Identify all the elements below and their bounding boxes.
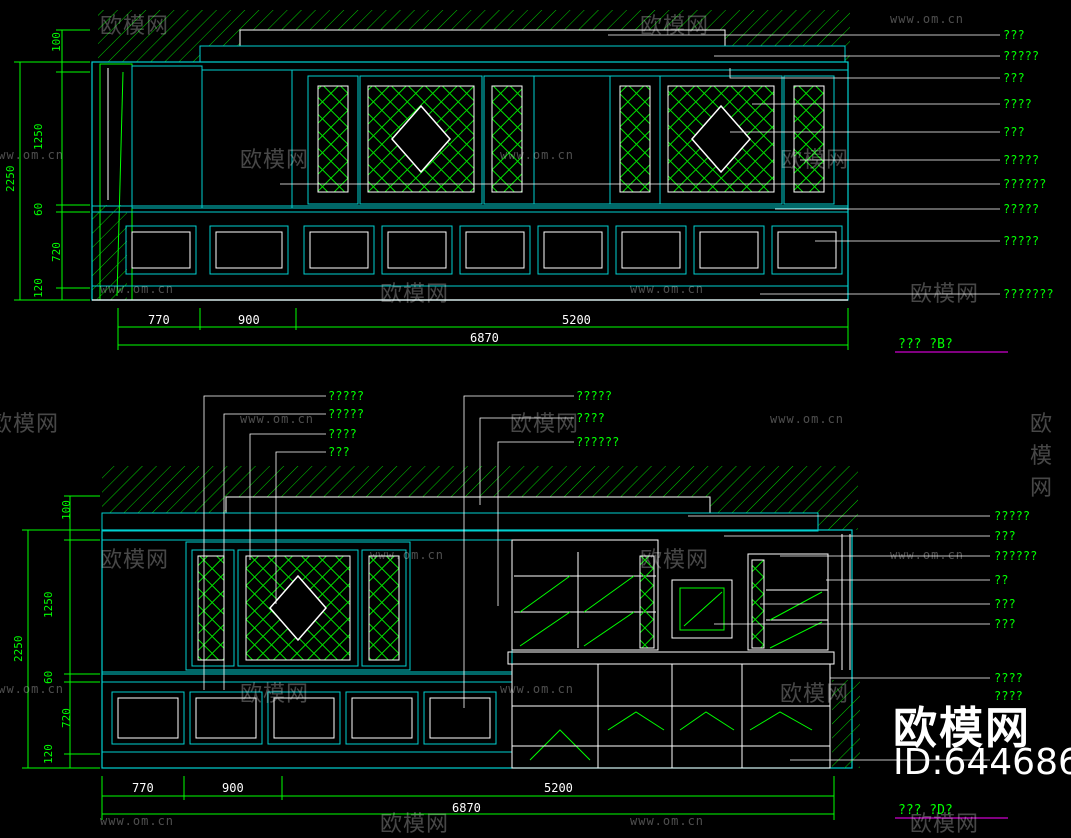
bottom-right-label-2: ??? [994, 529, 1016, 543]
bottom-dim-h-770: 770 [132, 781, 154, 795]
bottom-dim-v-120: 120 [42, 744, 55, 764]
top-label-10: ??????? [1003, 287, 1054, 301]
top-elevation: 100 1250 2250 60 720 120 770 900 5200 68… [4, 10, 1054, 353]
top-leader-lines [280, 34, 1008, 353]
watermark-brand: 欧模网 [380, 282, 450, 307]
watermark-brand: 欧模网 [640, 14, 710, 39]
watermark-brand: 欧模网 [780, 148, 850, 173]
bottom-left-leaders [203, 395, 574, 708]
top-label-7: ?????? [1003, 177, 1046, 191]
watermark-url: www.om.cn [100, 814, 175, 828]
top-lattice-4 [793, 85, 825, 193]
watermark-url: www.om.cn [630, 814, 705, 828]
watermark-url: www.om.cn [500, 682, 575, 696]
bottom-right-label-7: ???? [994, 671, 1023, 685]
bottom-right-label-1: ????? [994, 509, 1030, 523]
bottom-elevation: 100 1250 2250 60 720 120 770 900 5200 68… [12, 389, 1037, 820]
bottom-lattice-1 [197, 555, 225, 661]
top-label-2: ????? [1003, 49, 1039, 63]
top-dim-h-6870: 6870 [470, 331, 499, 345]
watermark-brand: 欧模网 [510, 412, 580, 437]
bottom-right-leaders [688, 515, 1008, 819]
bottom-dim-v-60: 60 [42, 671, 55, 684]
top-label-3: ??? [1003, 71, 1025, 85]
watermark-url: www.om.cn [630, 282, 705, 296]
top-horizontal-dims [117, 308, 849, 350]
top-label-8: ????? [1003, 202, 1039, 216]
top-dim-h-5200: 5200 [562, 313, 591, 327]
watermark-brand: 欧模网 [240, 682, 310, 707]
bottom-left-label-3: ???? [328, 427, 357, 441]
bottom-vertical-dims [22, 495, 100, 769]
bottom-mid-label-1: ????? [576, 389, 612, 403]
top-lattice-3 [619, 85, 651, 193]
bottom-wainscot-panels [111, 691, 497, 745]
top-label-9: ????? [1003, 234, 1039, 248]
top-dim-v-1250: 1250 [32, 124, 45, 151]
watermark-url: www.om.cn [0, 148, 65, 162]
bottom-right-label-8: ???? [994, 689, 1023, 703]
watermark-url: www.om.cn [890, 12, 965, 26]
bottom-dim-h-6870: 6870 [452, 801, 481, 815]
model-id: ID:644686 [893, 742, 1071, 783]
bottom-left-label-2: ????? [328, 407, 364, 421]
watermark-url: www.om.cn [370, 548, 445, 562]
top-wainscot-panels [125, 225, 843, 275]
top-view-title: ??? ?B? [898, 337, 953, 352]
bottom-view-title: ??? ?D? [898, 803, 953, 818]
watermark-url: www.om.cn [770, 412, 845, 426]
bottom-right-label-4: ?? [994, 573, 1008, 587]
bottom-right-label-6: ??? [994, 617, 1016, 631]
brand-logo: 欧模网 [893, 703, 1031, 754]
watermark-brand: 欧模网 [100, 548, 170, 573]
bottom-mid-label-2: ???? [576, 411, 605, 425]
watermark-url: www.om.cn [0, 682, 65, 696]
bottom-right-label-5: ??? [994, 597, 1016, 611]
watermark-brand: 欧模网 [780, 682, 850, 707]
bottom-mid-label-3: ?????? [576, 435, 619, 449]
top-dim-v-60: 60 [32, 203, 45, 216]
top-dim-v-100: 100 [50, 32, 63, 52]
bottom-cabinet-unit [507, 534, 860, 769]
bottom-right-label-3: ?????? [994, 549, 1037, 563]
watermark-url: www.om.cn [100, 282, 175, 296]
watermark-brand: 欧模网 [1030, 412, 1054, 501]
top-lattice-1 [317, 85, 349, 193]
watermark-brand: 欧模网 [240, 148, 310, 173]
bottom-dim-h-900: 900 [222, 781, 244, 795]
top-label-4: ???? [1003, 97, 1032, 111]
top-dim-h-900: 900 [238, 313, 260, 327]
watermark-brand: 欧模网 [910, 282, 980, 307]
bottom-left-label-4: ??? [328, 445, 350, 459]
top-dim-v-2250: 2250 [4, 166, 17, 193]
bottom-lattice-2 [368, 555, 400, 661]
top-dim-h-770: 770 [148, 313, 170, 327]
bottom-dim-v-2250: 2250 [12, 636, 25, 663]
top-label-6: ????? [1003, 153, 1039, 167]
top-lattice-2 [491, 85, 523, 193]
watermark-brand: 欧模网 [100, 14, 170, 39]
bottom-left-label-1: ????? [328, 389, 364, 403]
top-left-wall-hatch [92, 205, 127, 300]
watermark-brand: 欧模网 [0, 412, 60, 437]
watermark-url: www.om.cn [500, 148, 575, 162]
top-label-5: ??? [1003, 125, 1025, 139]
top-vertical-dims [14, 29, 90, 301]
watermark-url: www.om.cn [240, 412, 315, 426]
watermark-brand: 欧模网 [380, 812, 450, 837]
watermark-url: www.om.cn [890, 548, 965, 562]
top-dim-v-720: 720 [50, 242, 63, 262]
bottom-dim-v-720: 720 [60, 708, 73, 728]
bottom-dim-v-100: 100 [60, 500, 73, 520]
watermark-brand: 欧模网 [640, 548, 710, 573]
bottom-dim-h-5200: 5200 [544, 781, 573, 795]
top-label-1: ??? [1003, 28, 1025, 42]
top-dim-v-120: 120 [32, 278, 45, 298]
watermark-brand: 欧模网 [910, 812, 980, 837]
bottom-horizontal-dims [101, 776, 835, 820]
bottom-dim-v-1250: 1250 [42, 592, 55, 619]
